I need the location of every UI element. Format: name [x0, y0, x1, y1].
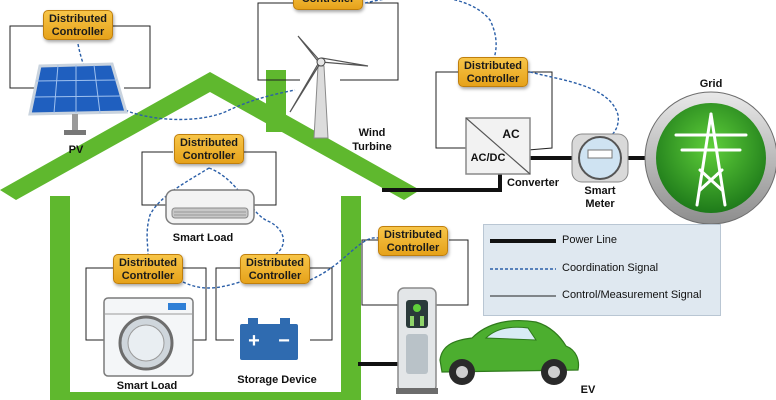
- wind-label-line1: Wind: [358, 127, 386, 139]
- battery-plus-label: +: [248, 330, 260, 352]
- ev-charger-icon: [396, 287, 438, 394]
- air-conditioner-icon: [165, 189, 255, 225]
- pv-label: PV: [68, 144, 84, 156]
- wind-label-line2: Turbine: [352, 141, 392, 153]
- legend-power-line: Power Line: [562, 234, 618, 246]
- washing-machine-icon: [103, 297, 194, 377]
- smart-meter-label-line2: Meter: [585, 198, 615, 210]
- wind-turbine-icon: [289, 35, 369, 139]
- battery-minus-label: −: [278, 330, 290, 352]
- legend-coordination-signal: Coordination Signal: [562, 262, 659, 274]
- ev-label: EV: [580, 384, 596, 396]
- converter-label: Converter: [507, 177, 559, 189]
- battery-icon: [240, 318, 298, 360]
- grid-label: Grid: [699, 78, 723, 90]
- converter-acdc-label: AC/DC: [470, 152, 506, 164]
- ac-load-label: Smart Load: [172, 232, 234, 244]
- transmission-tower-icon: [644, 91, 776, 225]
- washer-load-label: Smart Load: [116, 380, 178, 392]
- solar-panel-icon: [28, 62, 128, 135]
- converter-ac-label: AC: [502, 127, 520, 141]
- smart-meter-label-line1: Smart: [584, 185, 616, 197]
- control-signal-lines: [9, 2, 553, 341]
- legend-control-signal: Control/Measurement Signal: [562, 289, 702, 301]
- wind-controller: Controller: [293, 0, 363, 10]
- smart-meter-icon: [571, 133, 629, 183]
- converter-icon: [465, 117, 531, 175]
- car-icon: [439, 319, 580, 385]
- storage-label: Storage Device: [237, 374, 317, 386]
